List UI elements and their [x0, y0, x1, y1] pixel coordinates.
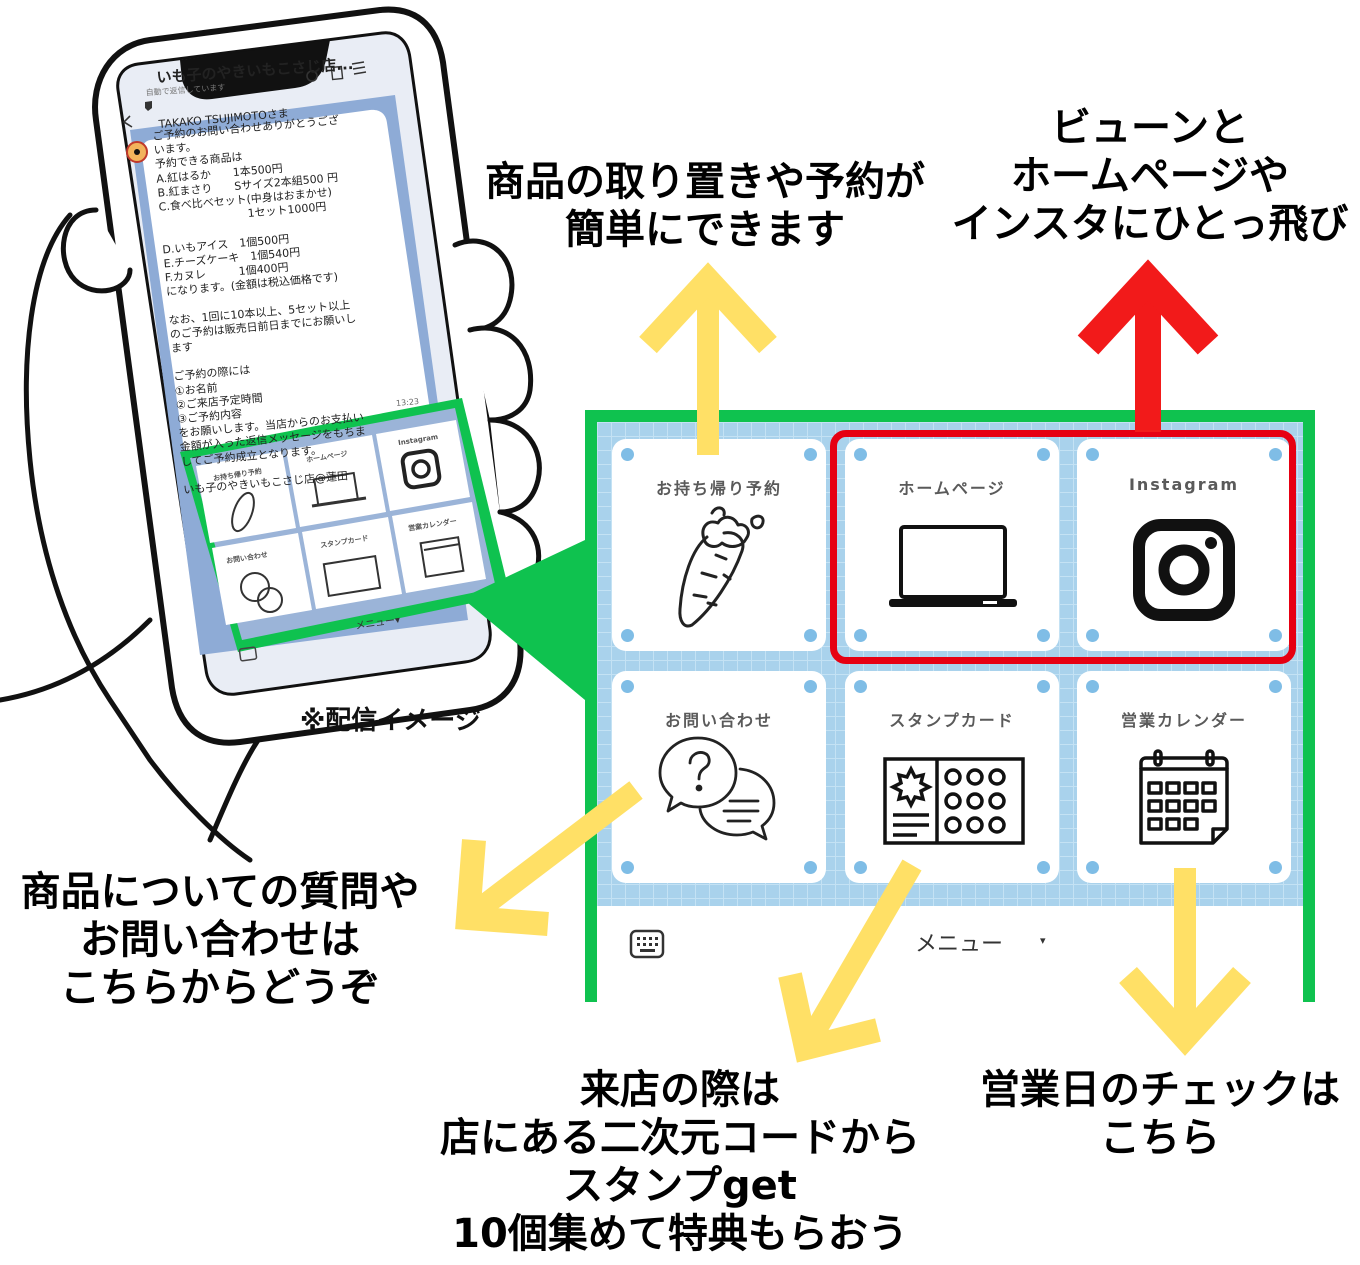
tile-takeout-reservation[interactable]: お持ち帰り予約: [612, 439, 826, 651]
rich-menu-panel: お持ち帰り予約 ホームページ: [585, 410, 1315, 1002]
caption-inquiry: 商品についての質問や お問い合わせは こちらからどうぞ: [20, 869, 420, 1011]
calendar-icon: [1139, 749, 1229, 845]
mini-rich-menu: [180, 398, 585, 700]
tile-label: スタンプカード: [889, 711, 1015, 730]
tile-homepage[interactable]: ホームページ: [845, 439, 1059, 651]
caption-stamp: 来店の際は 店にある二次元コードから スタンプget 10個集めて特典もらおう: [440, 1067, 920, 1257]
chevron-down-icon[interactable]: ▾: [1040, 934, 1046, 947]
caption-calendar: 営業日のチェックは こちら: [980, 1067, 1340, 1161]
chat-bubbles-icon: [658, 736, 776, 841]
instagram-icon: [1133, 519, 1235, 621]
arrow-up-icon: [1077, 259, 1219, 432]
arrow-down-icon: [1119, 868, 1251, 1056]
links-highlight-frame: [830, 430, 1296, 664]
tile-label: Instagram: [1128, 475, 1240, 494]
arrow-down-left-icon: [778, 859, 922, 1063]
keyboard-icon[interactable]: [627, 924, 667, 964]
tile-label: お問い合わせ: [664, 711, 773, 730]
stamp-card-icon: [883, 757, 1025, 845]
arrow-up-icon: [639, 262, 777, 455]
tile-business-calendar[interactable]: 営業カレンダー: [1077, 671, 1291, 883]
hand-outline: [23, 212, 253, 863]
caption-reservation: 商品の取り置きや予約が 簡単にできます: [485, 159, 925, 253]
image-caption: ※配信イメージ: [300, 706, 481, 736]
arrow-down-left-icon: [455, 781, 643, 936]
tile-label: ホームページ: [898, 479, 1006, 498]
caption-links: ビューンと ホームページや インスタにひとっ飛び: [951, 105, 1349, 247]
tile-label: 営業カレンダー: [1120, 711, 1247, 730]
tile-label: お持ち帰り予約: [655, 479, 782, 498]
tile-instagram[interactable]: Instagram: [1077, 439, 1291, 651]
tile-stamp-card[interactable]: スタンプカード: [845, 671, 1059, 883]
rich-menu-grid: お持ち帰り予約 ホームページ: [597, 422, 1303, 906]
tile-inquiry[interactable]: お問い合わせ: [612, 671, 826, 883]
sweet-potato-icon: [678, 506, 765, 628]
menu-toggle-label[interactable]: メニュー: [915, 932, 1004, 957]
laptop-icon: [889, 525, 1017, 607]
finger-outline: [60, 207, 133, 294]
